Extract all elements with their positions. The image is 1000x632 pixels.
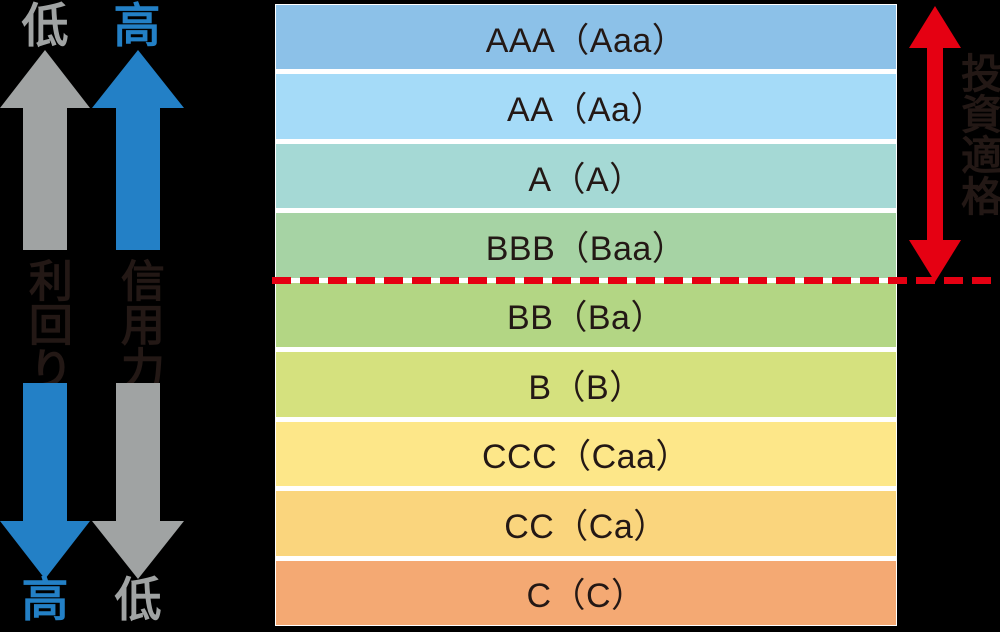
credit-quality-label: 信用力 [113,258,163,390]
investment-grade-divider [272,277,1000,284]
rating-label: B（B） [528,368,644,407]
rating-label: CCC（Caa） [481,438,691,477]
yield-label: 利回り [21,258,71,390]
table-row[interactable]: BBB（Baa） [276,213,896,278]
yield-down-arrow [0,383,90,579]
credit-rating-scale: AAA（Aaa） AA（Aa） A（A） BBB（Baa） BB（Ba） B（B… [275,4,897,626]
table-row[interactable]: BB（Ba） [276,282,896,348]
rating-label: AAA（Aaa） [485,21,687,60]
table-row[interactable]: CCC（Caa） [276,421,896,487]
rating-label: A（A） [528,160,644,199]
arrow-head-up-icon [909,6,961,48]
table-row[interactable]: AA（Aa） [276,74,896,139]
credit-quality-bottom-label: 低 [114,573,162,626]
rating-label: AA（Aa） [507,91,665,130]
rating-label: BBB（Baa） [485,230,687,269]
credit-quality-up-arrow [92,50,184,250]
rating-label: CC（Ca） [504,507,668,546]
table-row[interactable]: C（C） [276,560,896,625]
rating-label: C（C） [526,577,646,616]
yield-up-arrow [0,50,90,250]
table-row[interactable]: A（A） [276,143,896,209]
credit-quality-top-label: 高 [113,0,161,52]
investment-grade-double-arrow-icon [909,6,961,282]
table-row[interactable]: AAA（Aaa） [276,5,896,70]
yield-bottom-label: 高 [21,573,69,626]
rating-label: BB（Ba） [507,299,665,338]
arrow-head-down-icon [909,240,961,282]
arrow-shaft [927,44,943,244]
investment-grade-label: 投資適格 [954,52,1000,216]
yield-top-label: 低 [21,0,69,52]
table-row[interactable]: B（B） [276,352,896,417]
credit-quality-down-arrow [92,383,184,579]
table-row[interactable]: CC（Ca） [276,491,896,556]
